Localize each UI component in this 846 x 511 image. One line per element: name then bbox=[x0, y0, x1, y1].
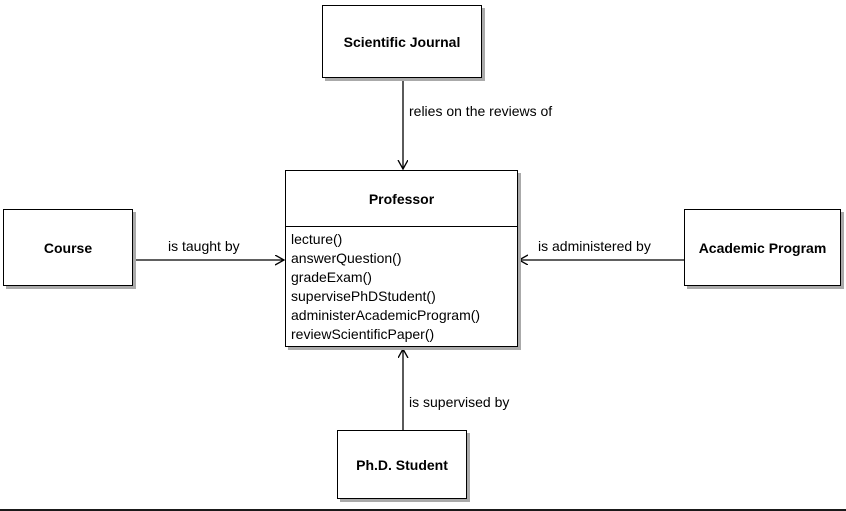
edge-label-is-taught-by: is taught by bbox=[168, 238, 240, 254]
method-grade-exam: gradeExam() bbox=[291, 269, 372, 285]
edge-label-is-administered-by: is administered by bbox=[538, 238, 651, 254]
class-academic-program: Academic Program bbox=[684, 209, 841, 286]
edge-label-relies-on-reviews: relies on the reviews of bbox=[409, 103, 553, 119]
method-lecture: lecture() bbox=[291, 231, 343, 247]
class-title-scientific-journal: Scientific Journal bbox=[343, 33, 461, 50]
class-professor: Professor lecture() answerQuestion() gra… bbox=[285, 170, 518, 347]
class-course: Course bbox=[3, 209, 133, 286]
method-administer-academic-program: administerAcademicProgram() bbox=[291, 307, 481, 323]
method-answer-question: answerQuestion() bbox=[291, 250, 402, 266]
class-title-professor: Professor bbox=[286, 171, 517, 227]
edge-label-is-supervised-by: is supervised by bbox=[409, 394, 510, 410]
class-title-phd-student: Ph.D. Student bbox=[356, 456, 448, 473]
professor-methods-compartment: lecture() answerQuestion() gradeExam() s… bbox=[286, 227, 517, 344]
method-supervise-phd-student: supervisePhDStudent() bbox=[291, 288, 436, 304]
class-title-course: Course bbox=[43, 239, 93, 256]
method-review-scientific-paper: reviewScientificPaper() bbox=[291, 326, 435, 342]
class-phd-student: Ph.D. Student bbox=[337, 430, 467, 499]
class-scientific-journal: Scientific Journal bbox=[322, 5, 482, 78]
page-bottom-edge bbox=[0, 509, 846, 511]
class-title-academic-program: Academic Program bbox=[698, 239, 827, 256]
